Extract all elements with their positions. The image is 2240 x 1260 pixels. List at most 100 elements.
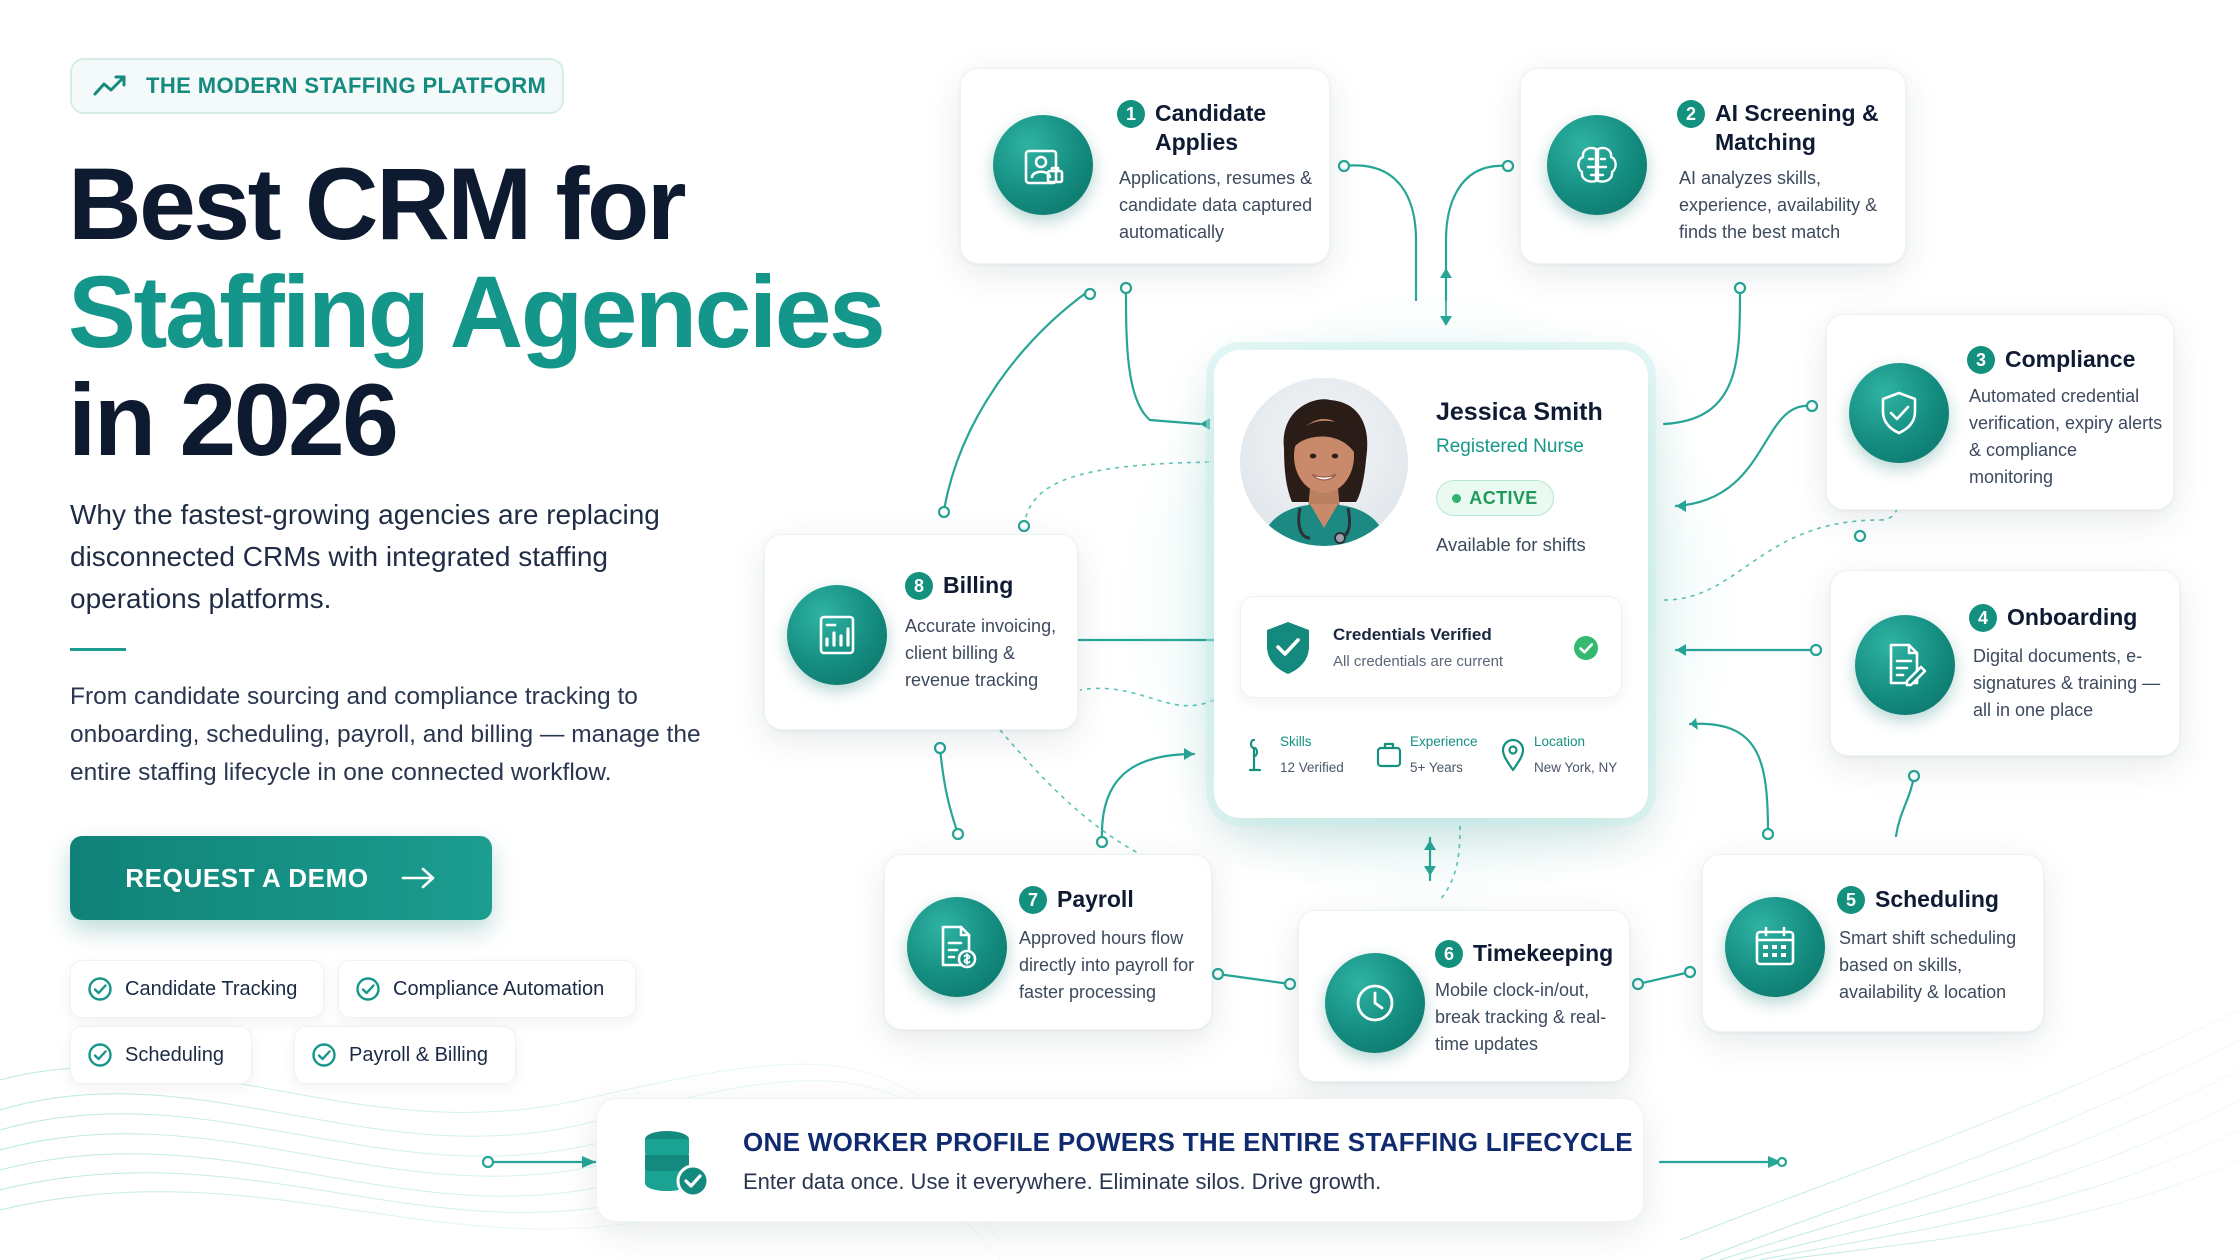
icon-badge [1849,363,1949,463]
check-circle-icon [312,1043,336,1067]
step-title: Onboarding [2007,604,2138,630]
credentials-title: Credentials Verified [1333,625,1492,644]
status-badge: ACTIVE [1436,480,1554,516]
clock-icon [1356,984,1394,1022]
step-description: AI analyzes skills, experience, availabi… [1679,168,1878,242]
feature-chip-compliance-automation: Compliance Automation [338,960,636,1018]
step-card-billing: 8 Billing Accurate invoicing, client bil… [764,534,1078,730]
step-number: 7 [1019,886,1047,914]
worker-name: Jessica Smith [1436,398,1603,426]
step-title: Timekeeping [1473,940,1614,966]
icon-badge [1725,897,1825,997]
database-check-icon [645,1131,710,1198]
feature-chip-payroll-billing: Payroll & Billing [294,1026,516,1084]
nurse-avatar-icon [1240,378,1408,546]
step-description: Accurate invoicing, client billing & rev… [905,616,1057,690]
icon-badge [993,115,1093,215]
intro-text: Why the fastest-growing agencies are rep… [70,499,660,614]
shield-check-icon [1881,391,1917,435]
stat-label: Location [1534,734,1586,749]
skills-icon [1248,738,1262,772]
stat-label: Experience [1410,734,1478,749]
banner-title: ONE WORKER PROFILE POWERS THE ENTIRE STA… [743,1127,1633,1157]
headline-line-1: Best CRM for [68,147,687,261]
payroll-icon [941,925,977,969]
step-title-row: 8 Billing [905,571,1013,600]
request-demo-label: REQUEST A DEMO [125,862,369,893]
icon-badge [1325,953,1425,1053]
availability-text: Available for shifts [1436,534,1586,555]
feature-label: Candidate Tracking [125,977,298,1000]
headline: Best CRM for Staffing Agencies in 2026 [68,150,948,474]
stat-value: 5+ Years [1410,760,1463,775]
step-number: 4 [1969,604,1997,632]
headline-line-2: Staffing Agencies [68,255,886,369]
invoice-chart-icon [819,615,855,655]
check-circle-icon [88,1043,112,1067]
icon-badge [907,897,1007,997]
step-title-row: 3 Compliance [1967,345,2135,374]
feature-label: Scheduling [125,1043,224,1066]
candidate-icon [1024,149,1064,185]
location-pin-icon [1501,738,1525,772]
step-number: 2 [1677,100,1705,128]
worker-role: Registered Nurse [1436,436,1584,457]
step-title-row: 6 Timekeeping [1435,939,1613,968]
stat-label: Skills [1280,734,1312,749]
step-number: 1 [1117,100,1145,128]
step-description: Approved hours flow directly into payrol… [1019,928,1195,1002]
step-title: Billing [943,572,1014,598]
step-description: Applications, resumes & candidate data c… [1119,168,1313,242]
bottom-banner: ONE WORKER PROFILE POWERS THE ENTIRE STA… [596,1098,1644,1222]
step-title-row: 2 AI Screening & Matching [1677,99,1895,157]
stat-value: 12 Verified [1280,760,1344,775]
step-title: Payroll [1057,886,1134,912]
trend-up-icon [93,75,126,96]
divider [70,648,126,651]
document-pen-icon [1889,643,1927,687]
step-number: 3 [1967,346,1995,374]
step-description: Automated credential verification, expir… [1969,386,2163,487]
step-title-row: 5 Scheduling [1837,885,1999,914]
step-card-payroll: 7 Payroll Approved hours flow directly i… [884,854,1212,1030]
feature-chip-scheduling: Scheduling [70,1026,252,1084]
step-title: AI Screening & Matching [1715,100,1879,155]
arrow-right-icon [401,867,434,889]
credentials-subtitle: All credentials are current [1333,653,1504,670]
step-number: 8 [905,572,933,600]
feature-label: Compliance Automation [393,977,605,1000]
step-card-compliance: 3 Compliance Automated credential verifi… [1826,314,2174,510]
step-title-row: 7 Payroll [1019,885,1134,914]
credentials-panel: Credentials Verified All credentials are… [1240,596,1622,698]
step-number: 6 [1435,940,1463,968]
step-title-row: 4 Onboarding [1969,603,2137,632]
feature-chip-candidate-tracking: Candidate Tracking [70,960,324,1018]
step-card-onboarding: 4 Onboarding Digital documents, e-signat… [1830,570,2180,756]
step-card-ai-screening: 2 AI Screening & Matching AI analyzes sk… [1520,68,1906,264]
status-dot [1452,493,1462,503]
step-number: 5 [1837,886,1865,914]
banner-subtitle: Enter data once. Use it everywhere. Elim… [743,1169,1382,1194]
shield-check-icon [1267,622,1309,674]
step-title: Candidate Applies [1155,100,1267,155]
step-card-candidate-applies: 1 Candidate Applies Applications, resume… [960,68,1330,264]
request-demo-button[interactable]: REQUEST A DEMO [70,836,492,920]
headline-line-3: in 2026 [68,363,399,477]
icon-badge [787,585,887,685]
icon-badge [1855,615,1955,715]
avatar [1240,378,1408,546]
calendar-icon [1755,926,1795,966]
status-text: ACTIVE [1469,487,1538,508]
step-card-scheduling: 5 Scheduling Smart shift scheduling base… [1702,854,2044,1032]
step-description: Mobile clock-in/out, break tracking & re… [1435,980,1607,1054]
brain-icon [1577,146,1617,183]
tagline-pill: THE MODERN STAFFING PLATFORM [70,58,564,114]
step-description: Digital documents, e-signatures & traini… [1973,646,2161,720]
step-title-row: 1 Candidate Applies [1117,99,1305,157]
check-circle-icon [88,977,112,1001]
stat-value: New York, NY [1534,760,1618,775]
worker-profile-card: Jessica Smith Registered Nurse ACTIVE Av… [1214,350,1648,818]
feature-label: Payroll & Billing [349,1043,488,1066]
